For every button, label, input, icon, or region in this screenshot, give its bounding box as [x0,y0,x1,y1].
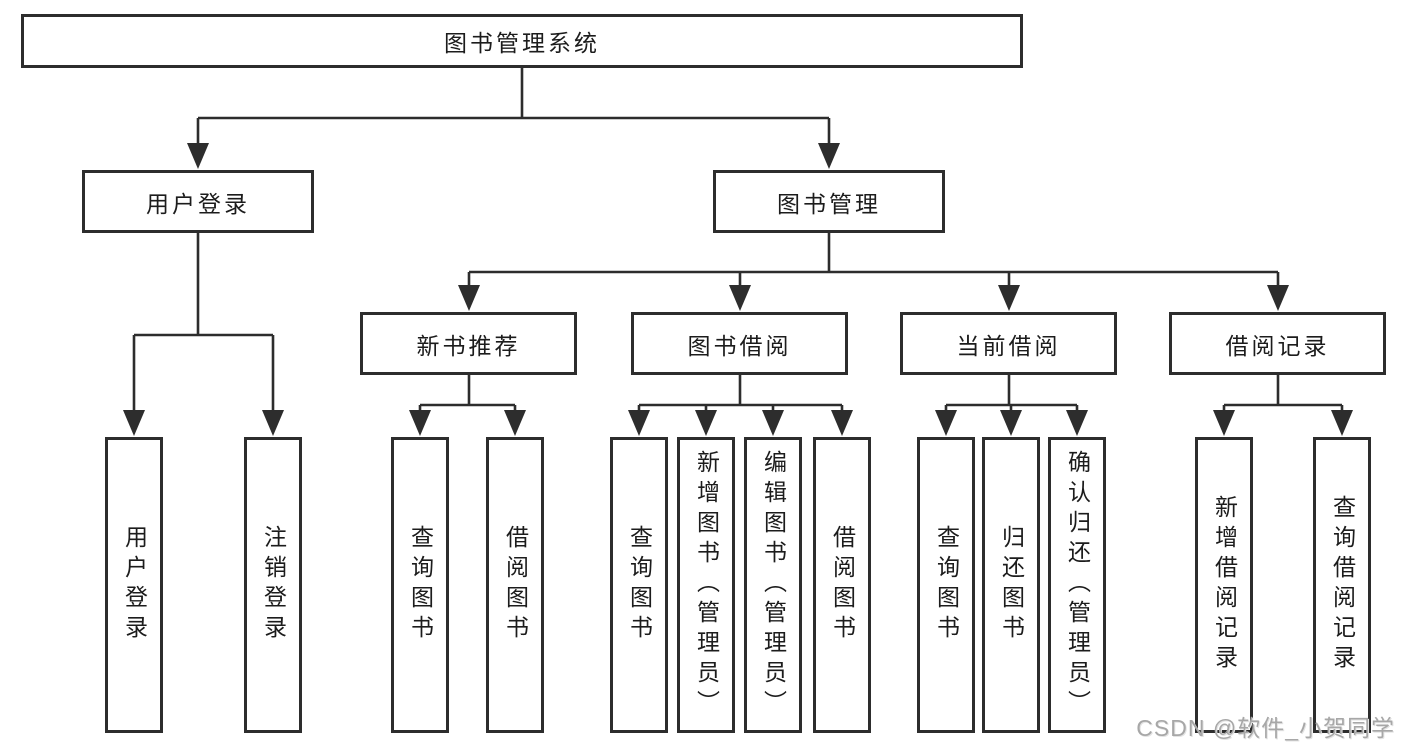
node-label: 用户登录 [121,525,148,645]
node-borrow-records: 借阅记录 [1169,312,1386,375]
leaf-current-query-books: 查询图书 [917,437,975,733]
node-label: 确认归还（管理员） [1064,450,1091,720]
node-label: 借阅图书 [502,525,529,645]
leaf-newbook-borrow-books: 借阅图书 [486,437,544,733]
leaf-current-confirm-return-admin: 确认归还（管理员） [1048,437,1106,733]
node-label: 借阅记录 [1225,332,1330,359]
node-label: 图书借阅 [687,332,792,359]
node-label: 查询借阅记录 [1329,495,1356,675]
node-label: 查询图书 [933,525,960,645]
node-label: 注销登录 [260,525,287,645]
leaf-user-login: 用户登录 [105,437,163,733]
node-label: 归还图书 [998,525,1025,645]
leaf-newbook-query-books: 查询图书 [391,437,449,733]
leaf-records-query-borrow-record: 查询借阅记录 [1313,437,1371,733]
leaf-current-return-books: 归还图书 [982,437,1040,733]
leaf-borrow-borrow-books: 借阅图书 [813,437,871,733]
csdn-watermark: CSDN @软件_小贺同学 [1136,715,1395,741]
node-label: 图书管理 [777,190,881,217]
node-label: 图书管理系统 [444,30,600,56]
node-book-management: 图书管理 [713,170,945,233]
node-label: 查询图书 [407,525,434,645]
node-user-login: 用户登录 [82,170,314,233]
node-label: 编辑图书（管理员） [760,450,787,720]
node-label: 新增图书（管理员） [693,450,720,720]
node-book-borrow: 图书借阅 [631,312,848,375]
leaf-borrow-query-books: 查询图书 [610,437,668,733]
arrowheads [123,143,1353,436]
node-new-book-recommend: 新书推荐 [360,312,577,375]
leaf-borrow-edit-books-admin: 编辑图书（管理员） [744,437,802,733]
node-label: 当前借阅 [956,332,1061,359]
leaf-records-add-borrow-record: 新增借阅记录 [1195,437,1253,733]
node-label: 新书推荐 [416,332,521,359]
node-label: 用户登录 [146,190,250,217]
node-label: 查询图书 [626,525,653,645]
node-label: 借阅图书 [829,525,856,645]
leaf-logout-login: 注销登录 [244,437,302,733]
node-current-borrow: 当前借阅 [900,312,1117,375]
node-label: 新增借阅记录 [1211,495,1238,675]
leaf-borrow-add-books-admin: 新增图书（管理员） [677,437,735,733]
node-library-management-system: 图书管理系统 [21,14,1023,68]
